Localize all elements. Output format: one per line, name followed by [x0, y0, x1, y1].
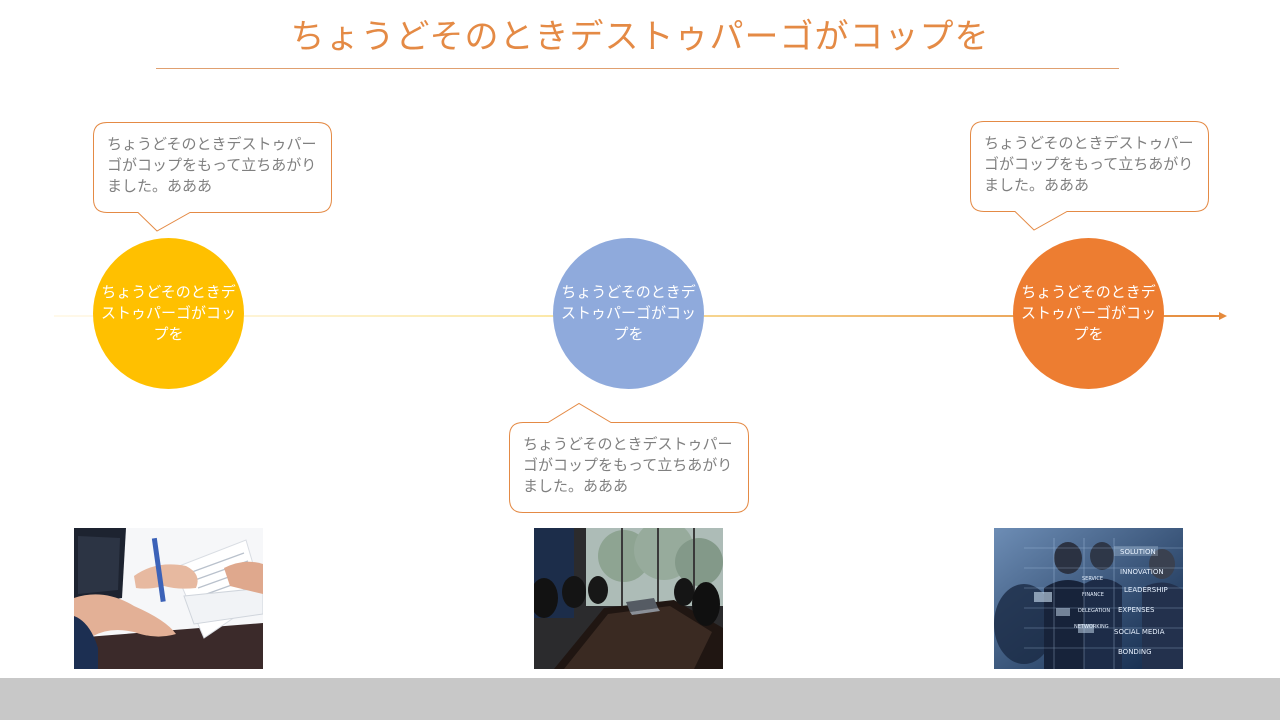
- callout-1-text: ちょうどそのときデストゥパーゴがコップをもって立ちあがりました。あああ: [107, 135, 317, 195]
- slide: ちょうどそのときデストゥパーゴがコップを ちょうどそのときデストゥパーゴがコップ…: [54, 17, 1227, 669]
- callout-bubble-2[interactable]: ちょうどそのときデストゥパーゴがコップをもって立ちあがりました。あああ: [509, 402, 749, 513]
- callout-3-text: ちょうどそのときデストゥパーゴがコップをもって立ちあがりました。あああ: [984, 134, 1194, 194]
- milestone-circle-1[interactable]: ちょうどそのときデストゥパーゴがコップを: [93, 238, 244, 389]
- keyword-4: SOCIAL MEDIA: [1114, 628, 1165, 636]
- title-underline: [156, 68, 1119, 69]
- callout-1-shape: [93, 122, 332, 232]
- keyword-0: SOLUTION: [1120, 548, 1156, 556]
- slide-title[interactable]: ちょうどそのときデストゥパーゴがコップを: [290, 17, 990, 57]
- keyword-1: INNOVATION: [1120, 568, 1164, 576]
- photo-2-illustration: [534, 528, 723, 669]
- footer-bar: [0, 678, 1280, 720]
- callout-2-shape: [509, 402, 749, 513]
- callout-bubble-3[interactable]: ちょうどそのときデストゥパーゴがコップをもって立ちあがりました。あああ: [970, 121, 1209, 231]
- keyword-3: EXPENSES: [1118, 606, 1155, 614]
- business-documents-photo[interactable]: [74, 528, 263, 669]
- callout-2-text: ちょうどそのときデストゥパーゴがコップをもって立ちあがりました。あああ: [523, 435, 733, 495]
- keyword-5: BONDING: [1118, 648, 1152, 656]
- keyword-7: SERVICE: [1082, 576, 1103, 582]
- milestone-3-label: ちょうどそのときデストゥパーゴがコップを: [1021, 283, 1157, 343]
- photo-3-illustration: SOLUTION INNOVATION LEADERSHIP EXPENSES …: [994, 528, 1183, 669]
- photo-1-illustration: [74, 528, 263, 669]
- keyword-6: FINANCE: [1082, 592, 1104, 598]
- keyword-2: LEADERSHIP: [1124, 586, 1168, 594]
- keyword-8: DELEGATION: [1078, 608, 1110, 614]
- milestone-circle-3[interactable]: ちょうどそのときデストゥパーゴがコップを: [1013, 238, 1164, 389]
- callout-bubble-1[interactable]: ちょうどそのときデストゥパーゴがコップをもって立ちあがりました。あああ: [93, 122, 332, 232]
- business-meeting-keywords-photo[interactable]: SOLUTION INNOVATION LEADERSHIP EXPENSES …: [994, 528, 1183, 669]
- keyword-9: NETWORKING: [1074, 624, 1109, 630]
- conference-room-photo[interactable]: [534, 528, 723, 669]
- milestone-circle-2[interactable]: ちょうどそのときデストゥパーゴがコップを: [553, 238, 704, 389]
- milestone-2-label: ちょうどそのときデストゥパーゴがコップを: [561, 283, 697, 343]
- milestone-1-label: ちょうどそのときデストゥパーゴがコップを: [101, 283, 237, 343]
- callout-3-shape: [970, 121, 1209, 231]
